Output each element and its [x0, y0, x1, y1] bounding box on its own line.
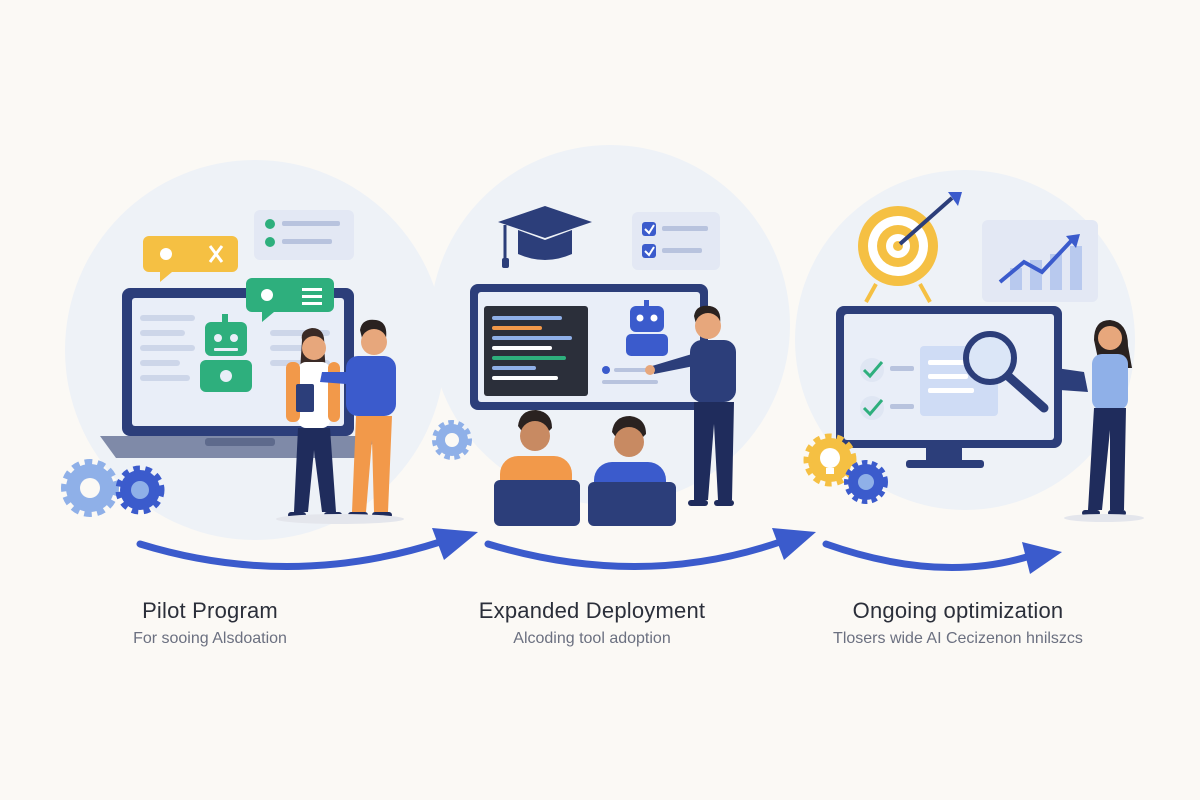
stage-1-title: Pilot Program: [142, 598, 278, 623]
stage-2-title: Expanded Deployment: [478, 598, 706, 623]
checklist-icon: [632, 212, 720, 270]
code-editor-icon: [484, 306, 588, 396]
magnifier-icon: [963, 331, 1049, 413]
progress-arrow-2: [484, 528, 816, 570]
checklist-icon: [254, 210, 354, 260]
gear-icon: [432, 420, 472, 460]
progress-arrow-1: [136, 528, 478, 570]
stage-1-illustration: [61, 210, 404, 524]
robot-icon: [626, 300, 668, 356]
audience-member-figure: [494, 410, 580, 526]
person-woman-figure: [1056, 320, 1132, 516]
stage-2-illustration: [432, 206, 736, 526]
stage-3-illustration: [803, 192, 1144, 522]
gear-icon: [61, 459, 119, 517]
gear-icon: [115, 465, 165, 515]
stage-3-subtitle: Tlosers wide AI Cecizenon hnilszcs: [833, 630, 1083, 647]
audience-member-figure: [588, 416, 676, 526]
gear-icon: [844, 460, 888, 504]
chat-bubble-icon: [246, 278, 334, 322]
robot-icon: [200, 314, 252, 392]
progress-arrow-3: [822, 540, 1062, 574]
arrow-icon: [898, 192, 962, 246]
stage-1-subtitle: For sooing Alsdoation: [133, 630, 287, 647]
trend-chart-icon: [982, 220, 1098, 302]
stage-3-title: Ongoing optimization: [852, 598, 1064, 623]
stage-2-subtitle: Alcoding tool adoption: [513, 630, 671, 647]
monitor-icon: [836, 306, 1062, 468]
person-presenter-figure: [645, 305, 736, 506]
graduation-cap-icon: [498, 206, 592, 268]
lightbulb-gear-icon: [803, 433, 857, 487]
chat-bubble-icon: [143, 236, 238, 282]
person-man-figure: [320, 319, 396, 518]
